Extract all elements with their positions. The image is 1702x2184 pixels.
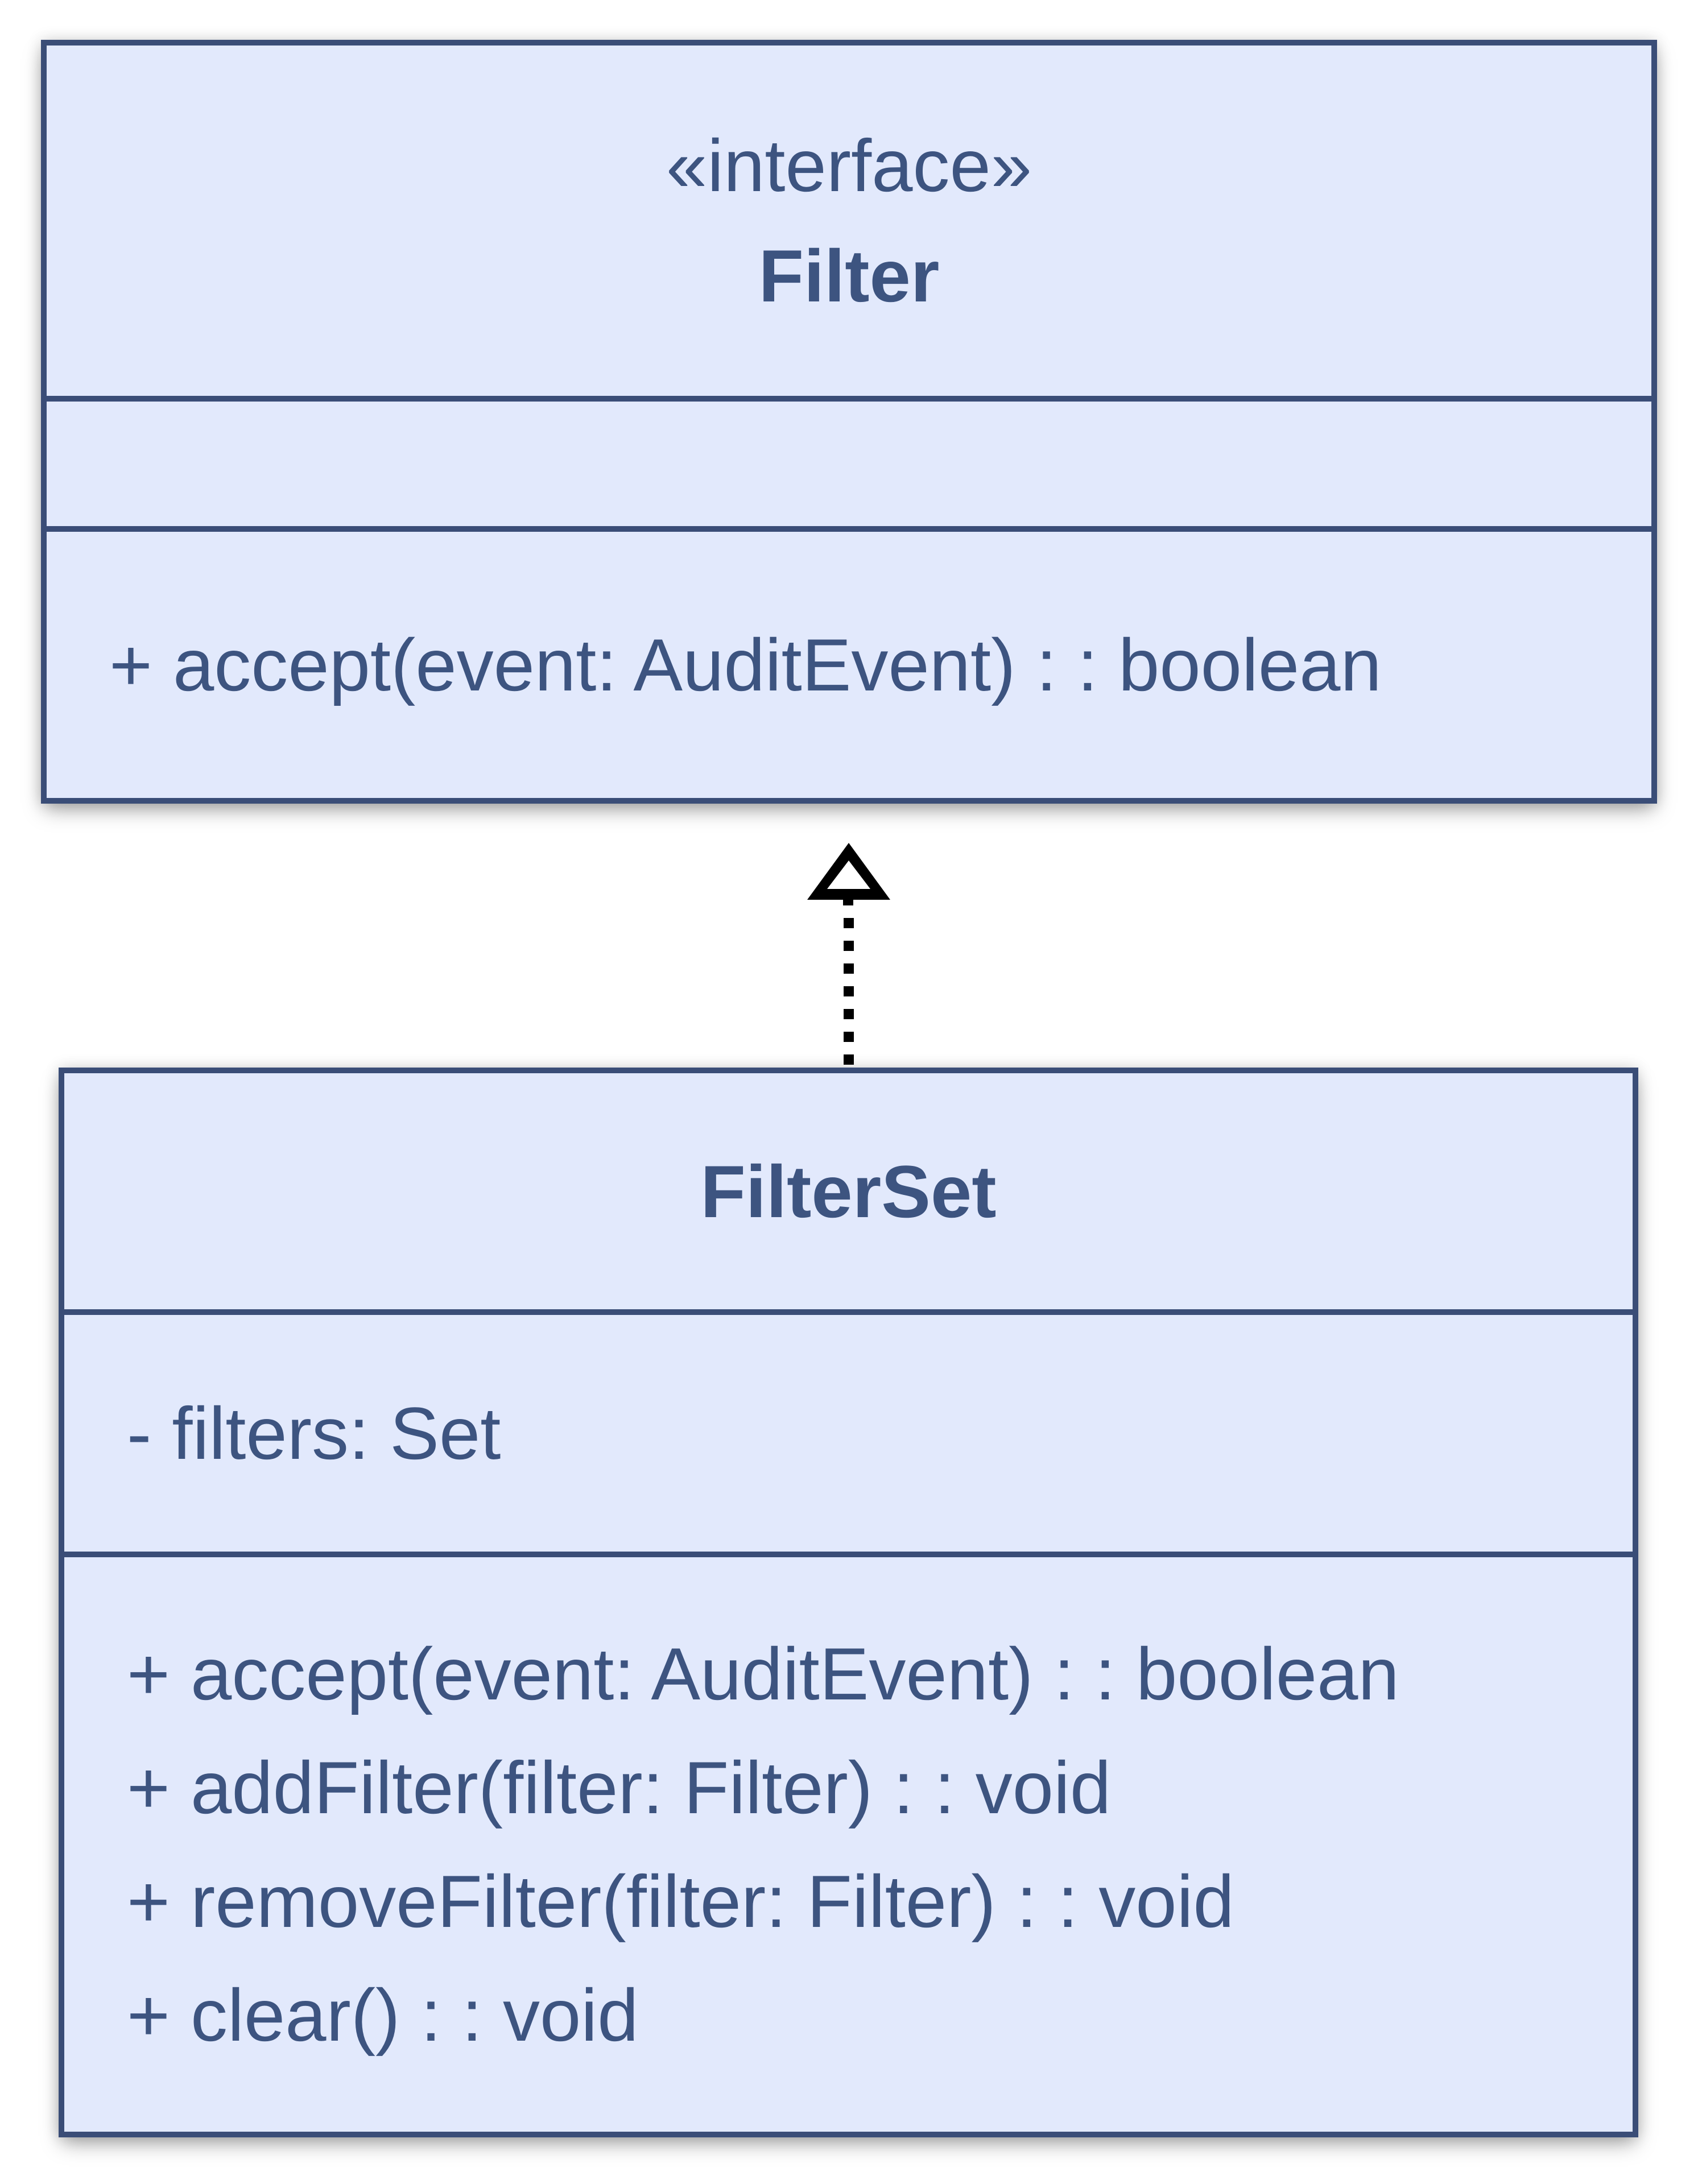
filter-title-compartment: «interface» Filter bbox=[47, 46, 1651, 396]
filter-class-name: Filter bbox=[758, 234, 940, 317]
filter-attributes-compartment bbox=[47, 396, 1651, 526]
filter-methods-compartment: + accept(event: AuditEvent) : : boolean bbox=[47, 526, 1651, 798]
class-box-filter: «interface» Filter + accept(event: Audit… bbox=[41, 40, 1657, 804]
class-box-filterset: FilterSet - filters: Set + accept(event:… bbox=[59, 1068, 1638, 2137]
method-text: + addFilter(filter: Filter) : : void bbox=[127, 1746, 1112, 1829]
method-text: + clear() : : void bbox=[127, 1974, 639, 2057]
method-text: + accept(event: AuditEvent) : : boolean bbox=[109, 623, 1382, 706]
dashed-line bbox=[844, 905, 854, 1065]
method-text: + removeFilter(filter: Filter) : : void bbox=[127, 1860, 1234, 1943]
hollow-triangle-arrowhead bbox=[807, 843, 890, 905]
interface-stereotype-label: «interface» bbox=[666, 124, 1032, 207]
method-text: + accept(event: AuditEvent) : : boolean bbox=[127, 1632, 1399, 1715]
filterset-methods-compartment: + accept(event: AuditEvent) : : boolean +… bbox=[64, 1552, 1633, 2132]
filterset-title-compartment: FilterSet bbox=[64, 1073, 1633, 1309]
filterset-attributes-compartment: - filters: Set bbox=[64, 1309, 1633, 1552]
attribute-text: - filters: Set bbox=[127, 1392, 501, 1475]
filterset-class-name: FilterSet bbox=[700, 1149, 997, 1233]
